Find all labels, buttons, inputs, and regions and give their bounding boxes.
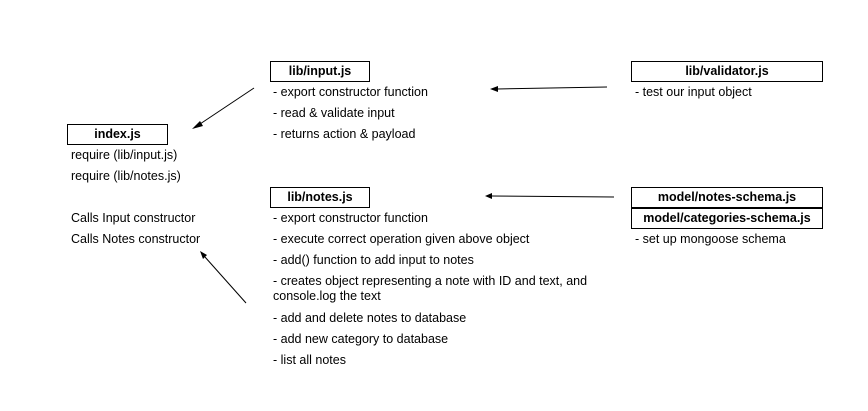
notes-line-6: - add new category to database [273,332,449,346]
arrow-validator-to-input [490,86,608,92]
notes-line-1: - export constructor function [273,211,428,225]
notes-js-box: lib/notes.js [270,187,370,208]
index-js-box: index.js [67,124,168,145]
notes-line-4: - creates object representing a note wit… [273,274,588,303]
validator-line-1: - test our input object [635,85,752,99]
notes-line-3: - add() function to add input to notes [273,253,474,267]
notes-line-2: - execute correct operation given above … [273,232,530,246]
arrow-input-to-index [192,87,255,129]
input-js-box: lib/input.js [270,61,370,82]
notes-schema-box: model/notes-schema.js [631,187,823,208]
input-line-2: - read & validate input [273,106,395,120]
index-line-4: Calls Notes constructor [71,232,201,246]
index-line-3: Calls Input constructor [71,211,196,225]
arrow-notes-to-index [200,251,247,304]
index-line-2: require (lib/notes.js) [71,169,181,183]
index-line-1: require (lib/input.js) [71,148,178,162]
arrow-model-to-notes [485,193,615,199]
input-line-3: - returns action & payload [273,127,416,141]
notes-line-5: - add and delete notes to database [273,311,467,325]
input-line-1: - export constructor function [273,85,428,99]
notes-line-7: - list all notes [273,353,346,367]
model-line-1: - set up mongoose schema [635,232,786,246]
validator-js-box: lib/validator.js [631,61,823,82]
categories-schema-box: model/categories-schema.js [631,208,823,229]
